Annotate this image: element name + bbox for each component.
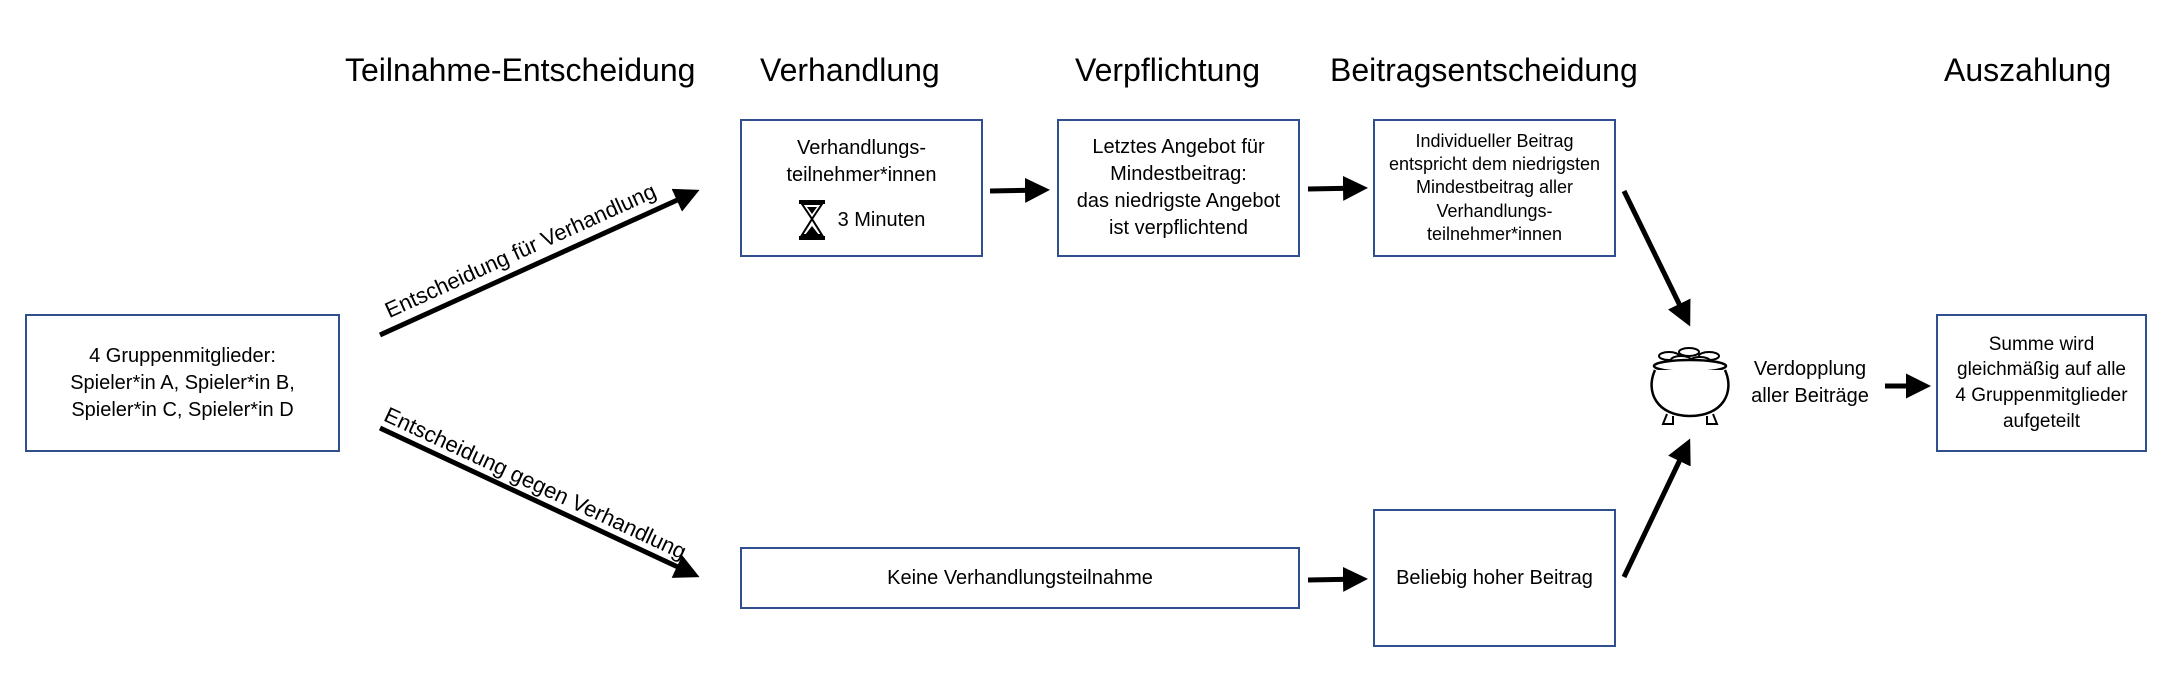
arrow-contribution-bottom-to-pot	[1621, 438, 1691, 579]
contribution-free-label: Beliebig hoher Beitrag	[1396, 566, 1593, 589]
commitment-line3: das niedrigste Angebot	[1076, 190, 1281, 212]
arrow-negotiation-to-commitment	[989, 177, 1050, 203]
negotiation-participants-box: Verhandlungs- teilnehmer*innen 3 Minuten	[740, 119, 983, 257]
commitment-box: Letztes Angebot für Mindestbeitrag: das …	[1057, 119, 1300, 257]
payout-line1: Summe wird	[1988, 333, 2095, 355]
commitment-line1: Letztes Angebot für	[1092, 136, 1265, 158]
payout-line3: 4 Gruppenmitglieder	[1955, 385, 2128, 406]
hourglass-icon	[798, 200, 825, 240]
no-negotiation-label: Keine Verhandlungsteilnahme	[887, 566, 1153, 589]
arrow-against-negotiation	[378, 425, 700, 578]
contribution-negotiators-line2: entspricht dem niedrigsten	[1388, 153, 1601, 174]
doubling-line2: aller Beiträge	[1751, 385, 1869, 407]
negotiation-participants-line1: Verhandlungs-	[797, 137, 926, 159]
commitment-line2: Mindestbeitrag:	[1110, 163, 1247, 185]
heading-commitment: Verpflichtung	[1075, 52, 1261, 88]
contribution-negotiators-line1: Individueller Beitrag	[1415, 130, 1574, 151]
payout-line2: gleichmäßig auf alle	[1957, 359, 2126, 381]
heading-negotiation: Verhandlung	[760, 52, 940, 88]
group-members-line3: Spieler*in C, Spieler*in D	[71, 398, 294, 421]
group-members-line2: Spieler*in A, Spieler*in B,	[70, 371, 295, 394]
contribution-negotiators-box: Individueller Beitrag entspricht dem nie…	[1373, 119, 1616, 257]
doubling-label: Verdopplung aller Beiträge	[1740, 356, 1880, 410]
arrow-contribution-top-to-pot	[1621, 189, 1691, 327]
commitment-line4: ist verpflichtend	[1109, 217, 1248, 239]
heading-participation: Teilnahme-Entscheidung	[345, 52, 696, 88]
heading-contribution: Beitragsentscheidung	[1330, 52, 1638, 88]
payout-box: Summe wird gleichmäßig auf alle 4 Gruppe…	[1936, 314, 2147, 452]
heading-payout: Auszahlung	[1944, 52, 2112, 88]
contribution-free-box: Beliebig hoher Beitrag	[1373, 509, 1616, 647]
doubling-line1: Verdopplung	[1753, 358, 1867, 380]
payout-line4: aufgeteilt	[2002, 410, 2081, 432]
group-members-box: 4 Gruppenmitglieder: Spieler*in A, Spiel…	[25, 314, 340, 452]
pot-of-coins-icon	[1650, 347, 1730, 425]
contribution-negotiators-line3: Mindestbeitrag aller	[1415, 177, 1574, 198]
no-negotiation-box: Keine Verhandlungsteilnahme	[740, 547, 1300, 609]
contribution-negotiators-line4: Verhandlungs-	[1436, 200, 1553, 221]
negotiation-participants-line2: teilnehmer*innen	[786, 164, 937, 186]
arrow-for-negotiation	[378, 188, 700, 338]
group-members-line1: 4 Gruppenmitglieder:	[89, 344, 276, 367]
timer-label: 3 Minuten	[837, 208, 926, 231]
contribution-negotiators-line5: teilnehmer*innen	[1426, 224, 1563, 245]
arrow-commitment-to-contribution	[1307, 175, 1368, 201]
arrow-no-negotiation-to-contribution	[1307, 566, 1368, 592]
timer-row: 3 Minuten	[798, 199, 926, 241]
